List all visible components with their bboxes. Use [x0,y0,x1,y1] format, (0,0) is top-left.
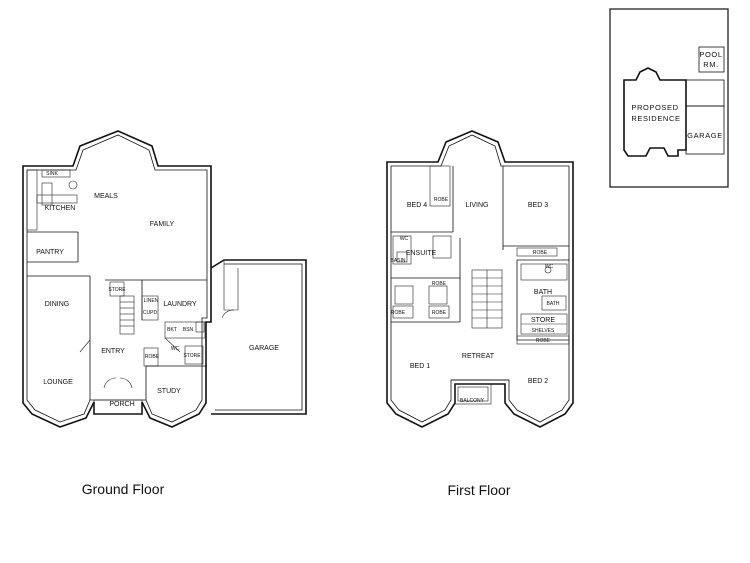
room-label-cupd: CUPD [143,310,158,316]
room-label-store-2: STORE [183,353,201,359]
room-label-robe-d: ROBE [391,310,406,316]
site-label-proposed: PROPOSED [631,103,678,112]
room-label-sink: SINK [46,171,58,177]
room-label-pantry: PANTRY [36,249,64,256]
room-label-balcony: BALCONY [460,398,485,404]
first-floor-plan: BED 4 LIVING BED 3 ENSUITE BATH STORE SH… [386,130,574,498]
room-label-lounge: LOUNGE [43,379,73,386]
site-label-pool-room: RM. [703,60,719,69]
site-label-pool: POOL [699,50,722,59]
room-label-store: STORE [531,317,555,324]
proposed-residence-outline [623,67,687,157]
room-label-garage: GARAGE [249,345,279,352]
room-label-robe-e: ROBE [432,310,447,316]
room-label-wc: WC [171,346,180,352]
room-label-bsn: BSN [183,327,194,333]
room-label-family: FAMILY [150,221,175,228]
room-label-ensuite: ENSUITE [406,250,437,257]
room-label-meals: MEALS [94,193,118,200]
room-label-bed-1: BED 1 [410,363,430,370]
first-floor-outer-wall [386,130,574,428]
room-label-kitchen: KITCHEN [45,205,76,212]
room-label-laundry: LAUNDRY [163,301,197,308]
room-label-linen: LINEN [144,298,159,304]
garage-wall [210,259,307,415]
room-label-bed-2: BED 2 [528,378,548,385]
room-label-dining: DINING [45,301,70,308]
room-label-retreat: RETREAT [462,353,495,360]
room-label-study: STUDY [157,388,181,395]
ground-floor-outer-wall [22,130,212,428]
room-label-wc-b: WC [545,264,554,270]
ground-floor-plan: KITCHEN MEALS FAMILY PANTRY DINING LOUNG… [22,130,307,497]
room-label-bath: BATH [534,289,552,296]
site-label-garage: GARAGE [687,131,723,140]
first-floor-caption: First Floor [448,482,511,498]
room-label-robe: ROBE [145,354,160,360]
room-label-porch: PORCH [109,401,134,408]
room-label-robe-c: ROBE [432,281,447,287]
room-label-robe-f: ROBE [536,338,551,344]
room-label-bed-4: BED 4 [407,202,427,209]
room-label-robe-a: ROBE [434,197,449,203]
room-label-bed-3: BED 3 [528,202,548,209]
site-label-residence: RESIDENCE [631,114,680,123]
room-label-robe-b: ROBE [533,250,548,256]
room-label-entry: ENTRY [101,348,125,355]
room-label-bkt: BKT [167,327,177,333]
room-label-living: LIVING [466,202,489,209]
room-label-bath-small: BATH [547,301,560,307]
room-label-basin: BASIN [390,258,405,264]
site-plan: PROPOSED RESIDENCE GARAGE POOL RM. [609,8,729,188]
site-boundary [609,8,729,188]
ground-floor-caption: Ground Floor [82,481,165,497]
room-label-wc-a: WC [400,236,409,242]
room-label-shelves: SHELVES [532,328,555,334]
room-label-store-1: STORE [108,287,126,293]
